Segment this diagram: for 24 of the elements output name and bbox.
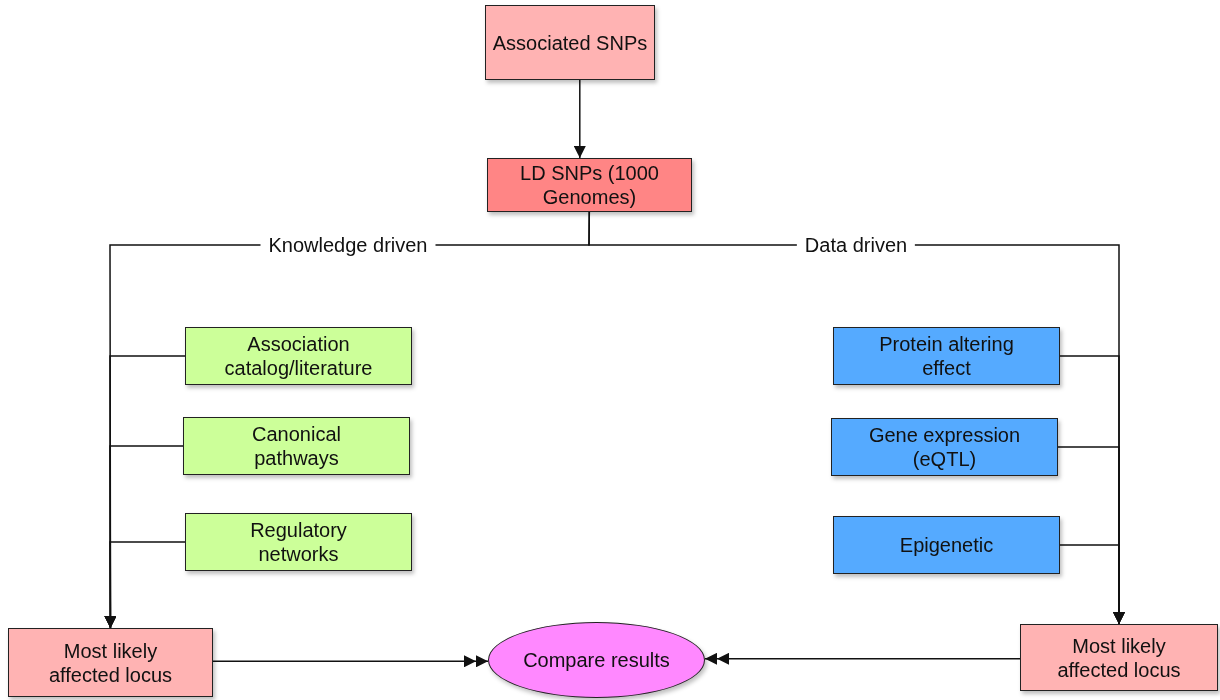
node-text: Associated SNPs <box>492 30 648 55</box>
process-box <box>1020 624 1218 691</box>
node-text: Epigenetic <box>899 533 994 557</box>
process-box <box>487 158 692 212</box>
node-text: Protein altering effect <box>878 332 1015 380</box>
arrow <box>573 79 586 159</box>
node-text: Regulatory networks <box>249 518 348 566</box>
process-box <box>185 513 412 571</box>
node-text: Most likely affected locus <box>47 638 173 687</box>
process-box <box>831 418 1058 476</box>
process-box <box>8 628 213 697</box>
process-box <box>833 516 1060 574</box>
process-box <box>833 327 1060 385</box>
node-text: Canonical pathways <box>251 422 342 470</box>
node-text: Most likely affected locus <box>1056 633 1182 682</box>
node-text: Compare results <box>523 648 670 672</box>
node-text: Gene expression (eQTL) <box>867 423 1022 471</box>
arrow <box>1059 544 1125 625</box>
node-text: LD SNPs (1000 Genomes) <box>519 161 660 209</box>
process-box <box>185 327 412 385</box>
arrow <box>104 541 186 629</box>
process-box <box>183 417 410 475</box>
process-box <box>485 5 655 80</box>
node-text: Association catalog/literature <box>223 332 374 380</box>
